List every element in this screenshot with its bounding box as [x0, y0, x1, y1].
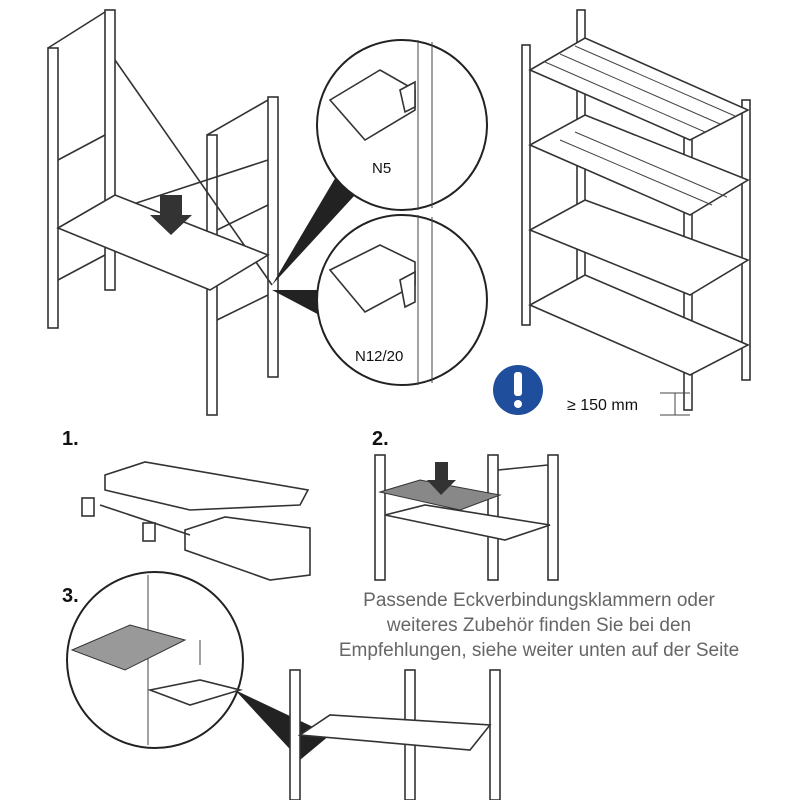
info-icon	[493, 365, 543, 415]
clearance-marker	[660, 392, 690, 416]
step-3-number: 3.	[62, 585, 79, 607]
note-line: Passende Eckverbindungsklammern oder	[363, 590, 715, 611]
step-1-number: 1.	[62, 428, 79, 450]
step-2-number: 2.	[372, 428, 389, 450]
accessory-note: Passende Eckverbindungsklammern oder wei…	[284, 588, 794, 663]
shelf-unit-right	[521, 9, 751, 411]
label-n12-20: N12/20	[355, 348, 404, 365]
clearance-label: ≥ 150 mm	[567, 397, 639, 414]
detail-n12	[316, 214, 488, 386]
arrow-down-icon	[150, 195, 192, 235]
label-n5: N5	[372, 160, 392, 177]
note-line: weiteres Zubehör finden Sie bei den	[386, 615, 692, 636]
step3-drawing	[66, 571, 501, 800]
step2-drawing	[374, 454, 559, 581]
arrow-down-icon	[427, 462, 456, 495]
step1-drawing	[81, 461, 311, 581]
shelf-frame-left	[47, 9, 355, 416]
note-line: Empfehlungen, siehe weiter unten auf der…	[338, 640, 740, 661]
detail-n5	[316, 39, 488, 211]
